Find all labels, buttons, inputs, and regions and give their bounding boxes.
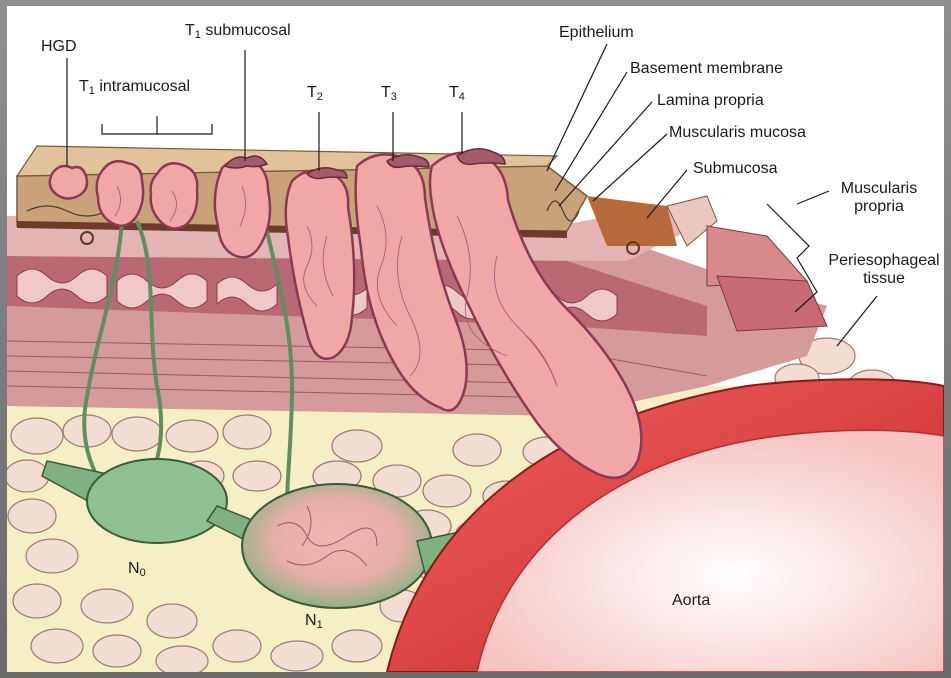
label-t3-subscript: 3 xyxy=(391,91,397,103)
tumor-t1-intramucosal-b xyxy=(151,163,198,228)
label-n1: N1 xyxy=(305,612,323,634)
label-t1-intramucosal: T1 intramucosal xyxy=(79,78,190,100)
label-t4-subscript: 4 xyxy=(459,91,465,103)
label-n1-letter: N xyxy=(305,612,317,629)
label-t3: T3 xyxy=(381,84,397,106)
label-basement-membrane: Basement membrane xyxy=(630,60,783,78)
label-t2-letter: T xyxy=(307,84,317,101)
label-periesophageal-tissue: Periesophageal tissue xyxy=(825,252,943,288)
label-t2: T2 xyxy=(307,84,323,106)
label-t1-intramucosal-letter: T xyxy=(79,78,89,95)
label-periesophageal-line2: tissue xyxy=(825,270,943,288)
label-n0-letter: N xyxy=(128,560,140,577)
label-n0-subscript: 0 xyxy=(140,567,146,579)
label-epithelium: Epithelium xyxy=(559,24,634,42)
label-t1-submucosal-letter: T xyxy=(185,22,195,39)
label-muscularis-propria: Muscularis propria xyxy=(837,180,921,216)
label-lamina-propria: Lamina propria xyxy=(657,92,764,110)
esophagus-staging-illustration xyxy=(7,6,944,672)
label-muscularis-mucosa: Muscularis mucosa xyxy=(669,124,806,142)
label-muscularis-propria-line2: propria xyxy=(837,198,921,216)
label-t1-submucosal: T1 submucosal xyxy=(185,22,291,44)
label-aorta: Aorta xyxy=(672,592,710,610)
label-periesophageal-line1: Periesophageal xyxy=(825,252,943,270)
label-t1-submucosal-text: submucosal xyxy=(201,22,291,39)
tumor-t1-submucosal xyxy=(215,159,270,257)
label-t1-intramucosal-text: intramucosal xyxy=(95,78,190,95)
label-t4-letter: T xyxy=(449,84,459,101)
illustration-panel: HGD T1 intramucosal T1 submucosal T2 T3 … xyxy=(7,6,944,672)
label-t4: T4 xyxy=(449,84,465,106)
label-hgd: HGD xyxy=(41,38,77,56)
label-n0: N0 xyxy=(128,560,146,582)
label-t3-letter: T xyxy=(381,84,391,101)
label-t2-subscript: 2 xyxy=(317,91,323,103)
tumor-hgd xyxy=(50,166,87,199)
label-submucosa: Submucosa xyxy=(693,160,778,178)
label-n1-subscript: 1 xyxy=(317,619,323,631)
label-muscularis-propria-line1: Muscularis xyxy=(837,180,921,198)
